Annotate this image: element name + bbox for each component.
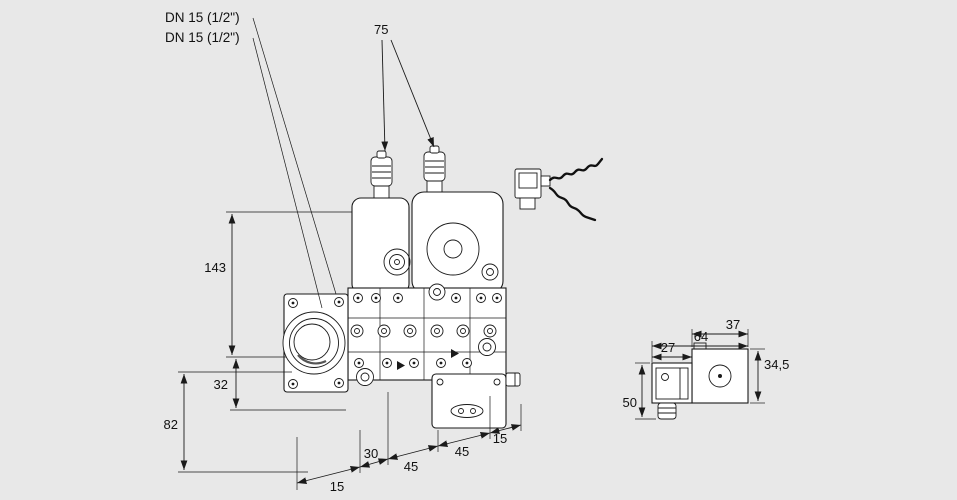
valve-body-screws xyxy=(350,283,502,386)
dim-143: 143 xyxy=(204,211,352,358)
dn-label-2: DN 15 (1/2") xyxy=(165,30,240,45)
dim-15-right-label: 15 xyxy=(493,431,507,446)
cable-squiggle-down xyxy=(548,186,597,222)
dome-spring-detail xyxy=(383,222,499,281)
dim-32-label: 32 xyxy=(214,377,228,392)
dn-leader-2 xyxy=(252,37,323,309)
dim-45-b-label: 45 xyxy=(455,444,469,459)
dim-27-label: 27 xyxy=(661,340,675,355)
side-threaded-cap xyxy=(657,402,677,420)
dn-label-1: DN 15 (1/2") xyxy=(165,10,240,25)
lower-block xyxy=(431,372,521,429)
dim-50-label: 50 xyxy=(623,395,637,410)
cable-squiggle-up xyxy=(548,157,604,182)
actuator-dome-right xyxy=(411,191,504,294)
dim-bottom-chain: 15 30 45 45 15 xyxy=(296,392,522,494)
dim-side-component: 27 64 37 34,5 50 xyxy=(623,317,789,420)
side-coil-body xyxy=(651,362,693,404)
dim-30-label: 30 xyxy=(364,446,378,461)
side-valve-body xyxy=(691,348,749,404)
dim-75: 75 xyxy=(374,22,435,152)
adjustment-cap-left xyxy=(370,150,393,187)
flow-arrow-icon xyxy=(451,349,459,358)
pipe-stub xyxy=(505,372,521,387)
cable-connector-drawing xyxy=(514,157,604,222)
dim-34-5-label: 34,5 xyxy=(764,357,789,372)
dim-143-label: 143 xyxy=(204,260,226,275)
dim-45-a-label: 45 xyxy=(404,459,418,474)
dn-annotations: DN 15 (1/2") DN 15 (1/2") xyxy=(165,10,337,309)
dim-15-left-label: 15 xyxy=(330,479,344,494)
dim-82: 82 xyxy=(164,371,308,473)
dim-82-label: 82 xyxy=(164,417,178,432)
dn-leader-1 xyxy=(252,17,337,295)
dim-32: 32 xyxy=(214,359,346,411)
valve-assembly-drawing xyxy=(282,145,604,429)
actuator-dome-left xyxy=(351,197,410,294)
side-component-drawing xyxy=(651,342,749,420)
flow-arrow-icon xyxy=(397,361,405,370)
dim-64-label: 64 xyxy=(694,329,708,344)
dim-75-label: 75 xyxy=(374,22,388,37)
adjustment-cap-right xyxy=(423,145,446,182)
inlet-flange xyxy=(282,293,349,393)
dim-37-label: 37 xyxy=(726,317,740,332)
